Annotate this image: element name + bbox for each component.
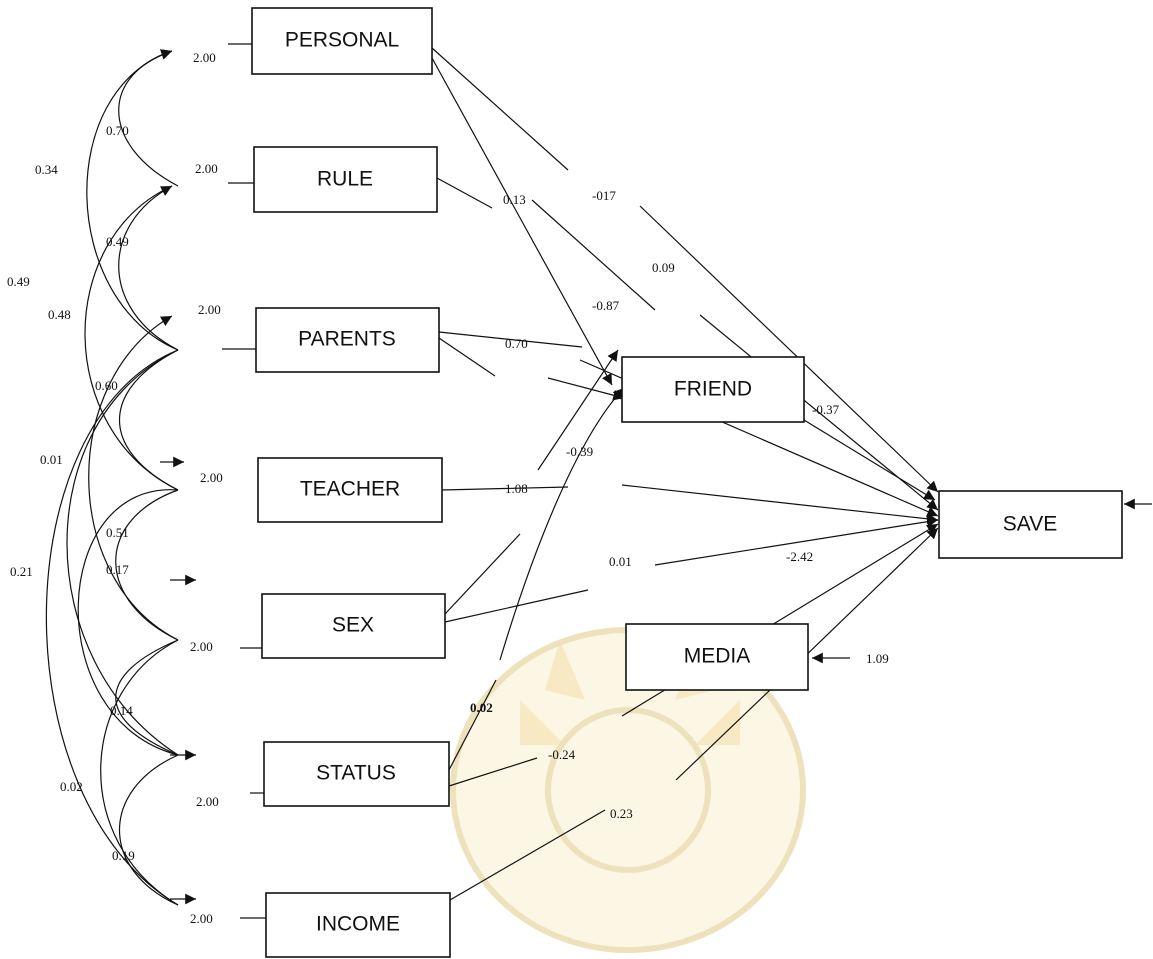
structural-paths [431, 47, 939, 901]
arc-personal-parents [86, 49, 179, 351]
variance-personal: 2.00 [193, 50, 216, 65]
corr-sex-income: 0.14 [110, 703, 133, 718]
path-friend-save [803, 419, 936, 501]
path-parents-friend-b [547, 377, 625, 401]
node-friend: FRIEND [621, 356, 805, 423]
arc-personal-rule [118, 49, 179, 187]
coef-personal-save: -017 [592, 188, 616, 203]
coef-status-save: -0.24 [548, 747, 576, 762]
corr-parents-income: 0.21 [10, 564, 33, 579]
arc-sex-outer [77, 489, 179, 756]
arc-rule-outer [84, 185, 179, 491]
node-sex: SEX [261, 593, 446, 659]
path-teacher-friend [537, 349, 619, 471]
arc-parents-status [66, 349, 179, 756]
variance-parents: 2.00 [198, 302, 221, 317]
node-teacher: TEACHER [257, 457, 443, 523]
variable-boxes: PERSONAL RULE PARENTS TEACHER SEX STATUS… [251, 7, 1123, 958]
coef-rule-save: 0.09 [652, 260, 675, 275]
variance-labels: 2.00 2.00 2.00 2.00 2.00 2.00 2.00 1.09 [190, 50, 889, 926]
arc-sex-income [100, 639, 179, 906]
node-rule-label: RULE [317, 168, 373, 191]
corr-rule-outer: 0.49 [7, 274, 30, 289]
path-teacher-save-b [621, 484, 939, 525]
university-seal-watermark [450, 627, 806, 953]
path-labels: -017 0.13 0.09 -0.87 0.70 -0.37 -0.39 1.… [470, 188, 840, 821]
corr-parents-teacher: 0.60 [95, 378, 118, 393]
arc-sex-status [115, 639, 179, 756]
node-income-label: INCOME [316, 913, 400, 936]
variance-rule: 2.00 [195, 161, 218, 176]
coef-teacher-save: -0.39 [566, 444, 593, 459]
node-parents-label: PARENTS [298, 328, 396, 351]
variance-income: 2.00 [190, 911, 213, 926]
coef-sex-save: 0.01 [609, 554, 632, 569]
coef-parents-friend: 0.70 [505, 336, 528, 351]
corr-status-income: 0.19 [112, 848, 135, 863]
arc-parents-teacher [118, 349, 179, 491]
arc-parents-income [45, 349, 179, 906]
path-personal-save-a [431, 47, 569, 171]
arc-teacher-sex [115, 489, 179, 641]
coef-status-friend: 0.02 [470, 700, 493, 715]
path-status-friend-a [448, 679, 497, 771]
path-rule-a [436, 177, 493, 209]
arc-status-income [118, 754, 179, 906]
path-sex-save-b [654, 516, 939, 566]
node-friend-label: FRIEND [674, 378, 752, 401]
corr-parents-status: 0.01 [40, 452, 63, 467]
corr-sex-outer: 0.02 [60, 779, 83, 794]
correlation-arcs [45, 49, 179, 906]
coef-teacher-friend: 1.08 [505, 481, 528, 496]
path-personal-friend [431, 57, 613, 386]
path-parents-save-a [438, 337, 496, 377]
corr-personal-parents: 0.34 [35, 162, 58, 177]
node-income: INCOME [265, 892, 451, 958]
arc-parents-sex [88, 315, 179, 641]
node-save: SAVE [938, 490, 1123, 559]
node-personal: PERSONAL [251, 7, 433, 75]
path-teacher-save-a [441, 486, 569, 491]
variance-media-error: 1.09 [866, 651, 889, 666]
node-status-label: STATUS [316, 762, 396, 785]
coef-friend-save: -0.37 [812, 402, 840, 417]
path-income-media-b [675, 689, 771, 781]
correlation-labels: 0.70 0.34 0.49 0.49 0.48 0.60 0.01 0.51 … [7, 123, 135, 863]
coef-income-media: 0.23 [610, 806, 633, 821]
node-media: MEDIA [625, 623, 809, 691]
path-income-media-a [449, 809, 606, 901]
path-rule-save-a [531, 199, 656, 311]
node-teacher-label: TEACHER [300, 478, 400, 501]
node-status: STATUS [263, 741, 450, 807]
path-sex-friend [444, 533, 521, 615]
path-status-save-a [448, 757, 538, 787]
coef-media-save: -2.42 [786, 549, 813, 564]
coef-parents-save: -0.87 [592, 298, 620, 313]
variance-sex: 2.00 [190, 639, 213, 654]
path-status-friend-b [499, 387, 625, 661]
node-save-label: SAVE [1003, 513, 1057, 536]
coef-rule-friend: 0.13 [503, 192, 526, 207]
corr-teacher-sex: 0.51 [106, 525, 129, 540]
node-parents: PARENTS [255, 307, 440, 373]
node-rule: RULE [253, 146, 438, 213]
path-personal-save-b [639, 205, 939, 493]
node-media-label: MEDIA [684, 645, 751, 668]
variance-markers [160, 43, 1152, 919]
arc-rule-parents [118, 185, 179, 351]
node-sex-label: SEX [332, 614, 374, 637]
corr-rule-parents: 0.49 [106, 234, 129, 249]
path-parents-friend-a [438, 331, 583, 348]
variance-status: 2.00 [196, 794, 219, 809]
node-personal-label: PERSONAL [285, 29, 399, 52]
corr-sex-status: 0.17 [106, 562, 129, 577]
corr-parents-sex: 0.48 [48, 307, 71, 322]
corr-personal-rule: 0.70 [106, 123, 129, 138]
variance-teacher: 2.00 [200, 470, 223, 485]
